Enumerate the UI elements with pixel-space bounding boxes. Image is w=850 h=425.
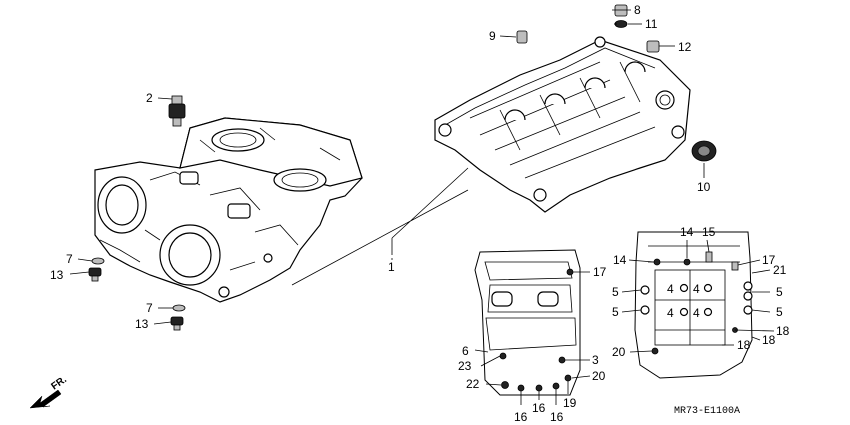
callout-20: 20 xyxy=(592,369,606,383)
crankcase-gasket-left xyxy=(474,249,581,396)
callout-23: 23 xyxy=(458,359,472,373)
callout-4: 4 xyxy=(693,282,700,296)
callout-3: 3 xyxy=(592,353,599,367)
callout-4: 4 xyxy=(693,306,700,320)
callout-18: 18 xyxy=(737,338,751,352)
callout-21: 21 xyxy=(773,263,787,277)
callout-4: 4 xyxy=(667,282,674,296)
dowel-pin-icon xyxy=(516,4,660,53)
lower-housing-panel xyxy=(634,231,753,379)
callout-17: 17 xyxy=(593,265,607,279)
callout-labels: 1 2 3 4 4 4 4 5 5 5 5 6 7 7 8 9 10 11 12… xyxy=(50,3,790,424)
callout-12: 12 xyxy=(678,40,692,54)
assembly-bracket-line xyxy=(291,167,469,286)
bolt-icon xyxy=(88,257,105,282)
callout-16: 16 xyxy=(550,410,564,424)
callout-5: 5 xyxy=(776,305,783,319)
callout-14: 14 xyxy=(680,225,694,239)
callout-18: 18 xyxy=(762,333,776,347)
callout-22: 22 xyxy=(466,377,480,391)
callout-5: 5 xyxy=(776,285,783,299)
callout-4: 4 xyxy=(667,306,674,320)
callout-5: 5 xyxy=(612,285,619,299)
upper-crankcase-illustration xyxy=(94,117,363,303)
drawing-code: MR73-E1100A xyxy=(674,406,740,417)
arrow-front-icon: FR. xyxy=(29,374,69,409)
callout-20: 20 xyxy=(612,345,626,359)
callout-1: 1 xyxy=(388,260,395,274)
callout-11: 11 xyxy=(645,17,658,31)
callout-7: 7 xyxy=(146,301,153,315)
callout-17: 17 xyxy=(762,253,776,267)
callout-14: 14 xyxy=(613,253,627,267)
lower-crankcase-illustration xyxy=(434,36,691,213)
front-label: FR. xyxy=(49,374,69,392)
bolt-icon xyxy=(170,304,186,331)
callout-15: 15 xyxy=(702,225,716,239)
leader-lines xyxy=(69,9,775,405)
callout-6: 6 xyxy=(462,344,469,358)
callout-16: 16 xyxy=(532,401,546,415)
callout-9: 9 xyxy=(489,29,496,43)
callout-18: 18 xyxy=(776,324,790,338)
callout-8: 8 xyxy=(634,3,641,17)
oil-seal-icon xyxy=(691,140,717,162)
callout-10: 10 xyxy=(697,180,711,194)
callout-7: 7 xyxy=(66,252,73,266)
callout-2: 2 xyxy=(146,91,153,105)
sensor-icon xyxy=(168,95,186,127)
callout-19: 19 xyxy=(563,396,577,410)
callout-13: 13 xyxy=(135,317,149,331)
callout-5: 5 xyxy=(612,305,619,319)
callout-16: 16 xyxy=(514,410,528,424)
callout-13: 13 xyxy=(50,268,64,282)
